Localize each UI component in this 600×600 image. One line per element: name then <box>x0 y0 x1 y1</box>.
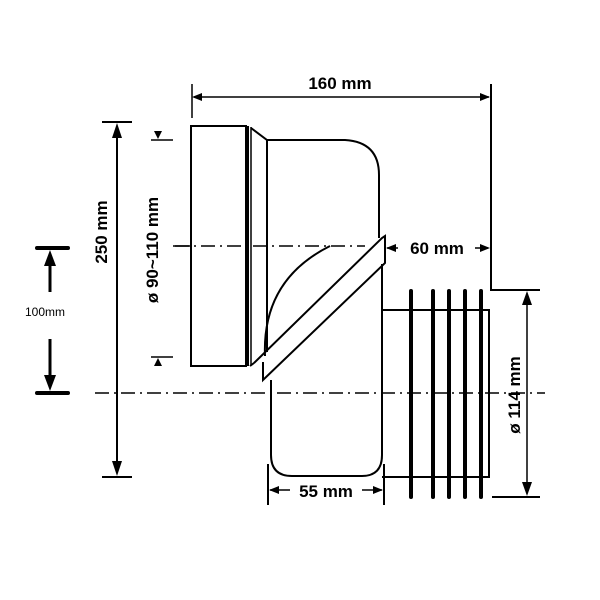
dimension-55: 55 mm <box>267 464 385 505</box>
label-outlet-diameter: ø 114 mm <box>505 356 524 434</box>
label-100: 100mm <box>25 305 65 319</box>
ribbed-socket <box>382 289 490 499</box>
label-inlet-diameter: ø 90~110 mm <box>143 197 162 303</box>
outlet-pipe <box>270 264 383 477</box>
label-60: 60 mm <box>410 239 464 258</box>
label-160: 160 mm <box>308 74 371 93</box>
label-250: 250 mm <box>92 200 111 263</box>
dimension-60: 60 mm <box>386 239 490 258</box>
elbow-body <box>249 127 386 383</box>
label-55: 55 mm <box>299 482 353 501</box>
dimension-outlet-diameter: ø 114 mm <box>492 291 540 498</box>
dimension-160: 160 mm <box>191 74 540 291</box>
dimension-inlet-diameter: ø 90~110 mm <box>143 131 191 366</box>
dimension-250: 250 mm <box>92 121 132 478</box>
dimension-100: 100mm <box>25 246 70 395</box>
